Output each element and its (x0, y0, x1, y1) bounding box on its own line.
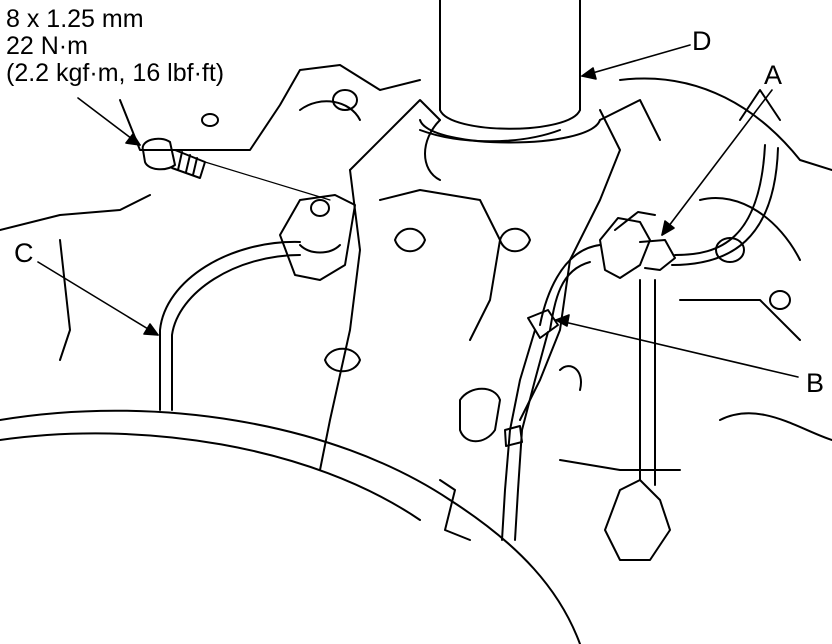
callout-label-d: D (692, 26, 712, 56)
arrowhead-b (555, 314, 570, 327)
strut-tube (419, 0, 601, 144)
leader-line-b (555, 319, 799, 378)
sensor-cable-c (159, 240, 301, 411)
spec-torque-alt: (2.2 kgf·m, 16 lbf·ft) (6, 59, 225, 87)
arrowhead-c (143, 323, 159, 336)
leader-line-d (581, 44, 691, 77)
arrowhead-spec (125, 133, 141, 146)
torque-spec: 8 x 1.25 mm 22 N·m (2.2 kgf·m, 16 lbf·ft… (6, 6, 224, 87)
background-structure (0, 64, 832, 471)
arrowhead-a (661, 220, 675, 236)
spec-torque-nm: 22 N·m (6, 32, 88, 60)
leader-line-c (37, 261, 159, 336)
spec-thread-size: 8 x 1.25 mm (6, 5, 144, 33)
callout-label-a: A (764, 60, 783, 90)
leader-line-a (661, 89, 773, 236)
steering-knuckle (319, 99, 621, 541)
callout-label-b: B (806, 368, 825, 398)
wheel-sensor-harness (501, 144, 779, 541)
callout-label-c: C (14, 238, 34, 268)
arrowhead-d (581, 67, 597, 80)
sensor-bracket (279, 194, 356, 281)
leader-lines (37, 44, 799, 378)
flange-bolt (141, 137, 331, 201)
brake-disc (0, 279, 671, 644)
